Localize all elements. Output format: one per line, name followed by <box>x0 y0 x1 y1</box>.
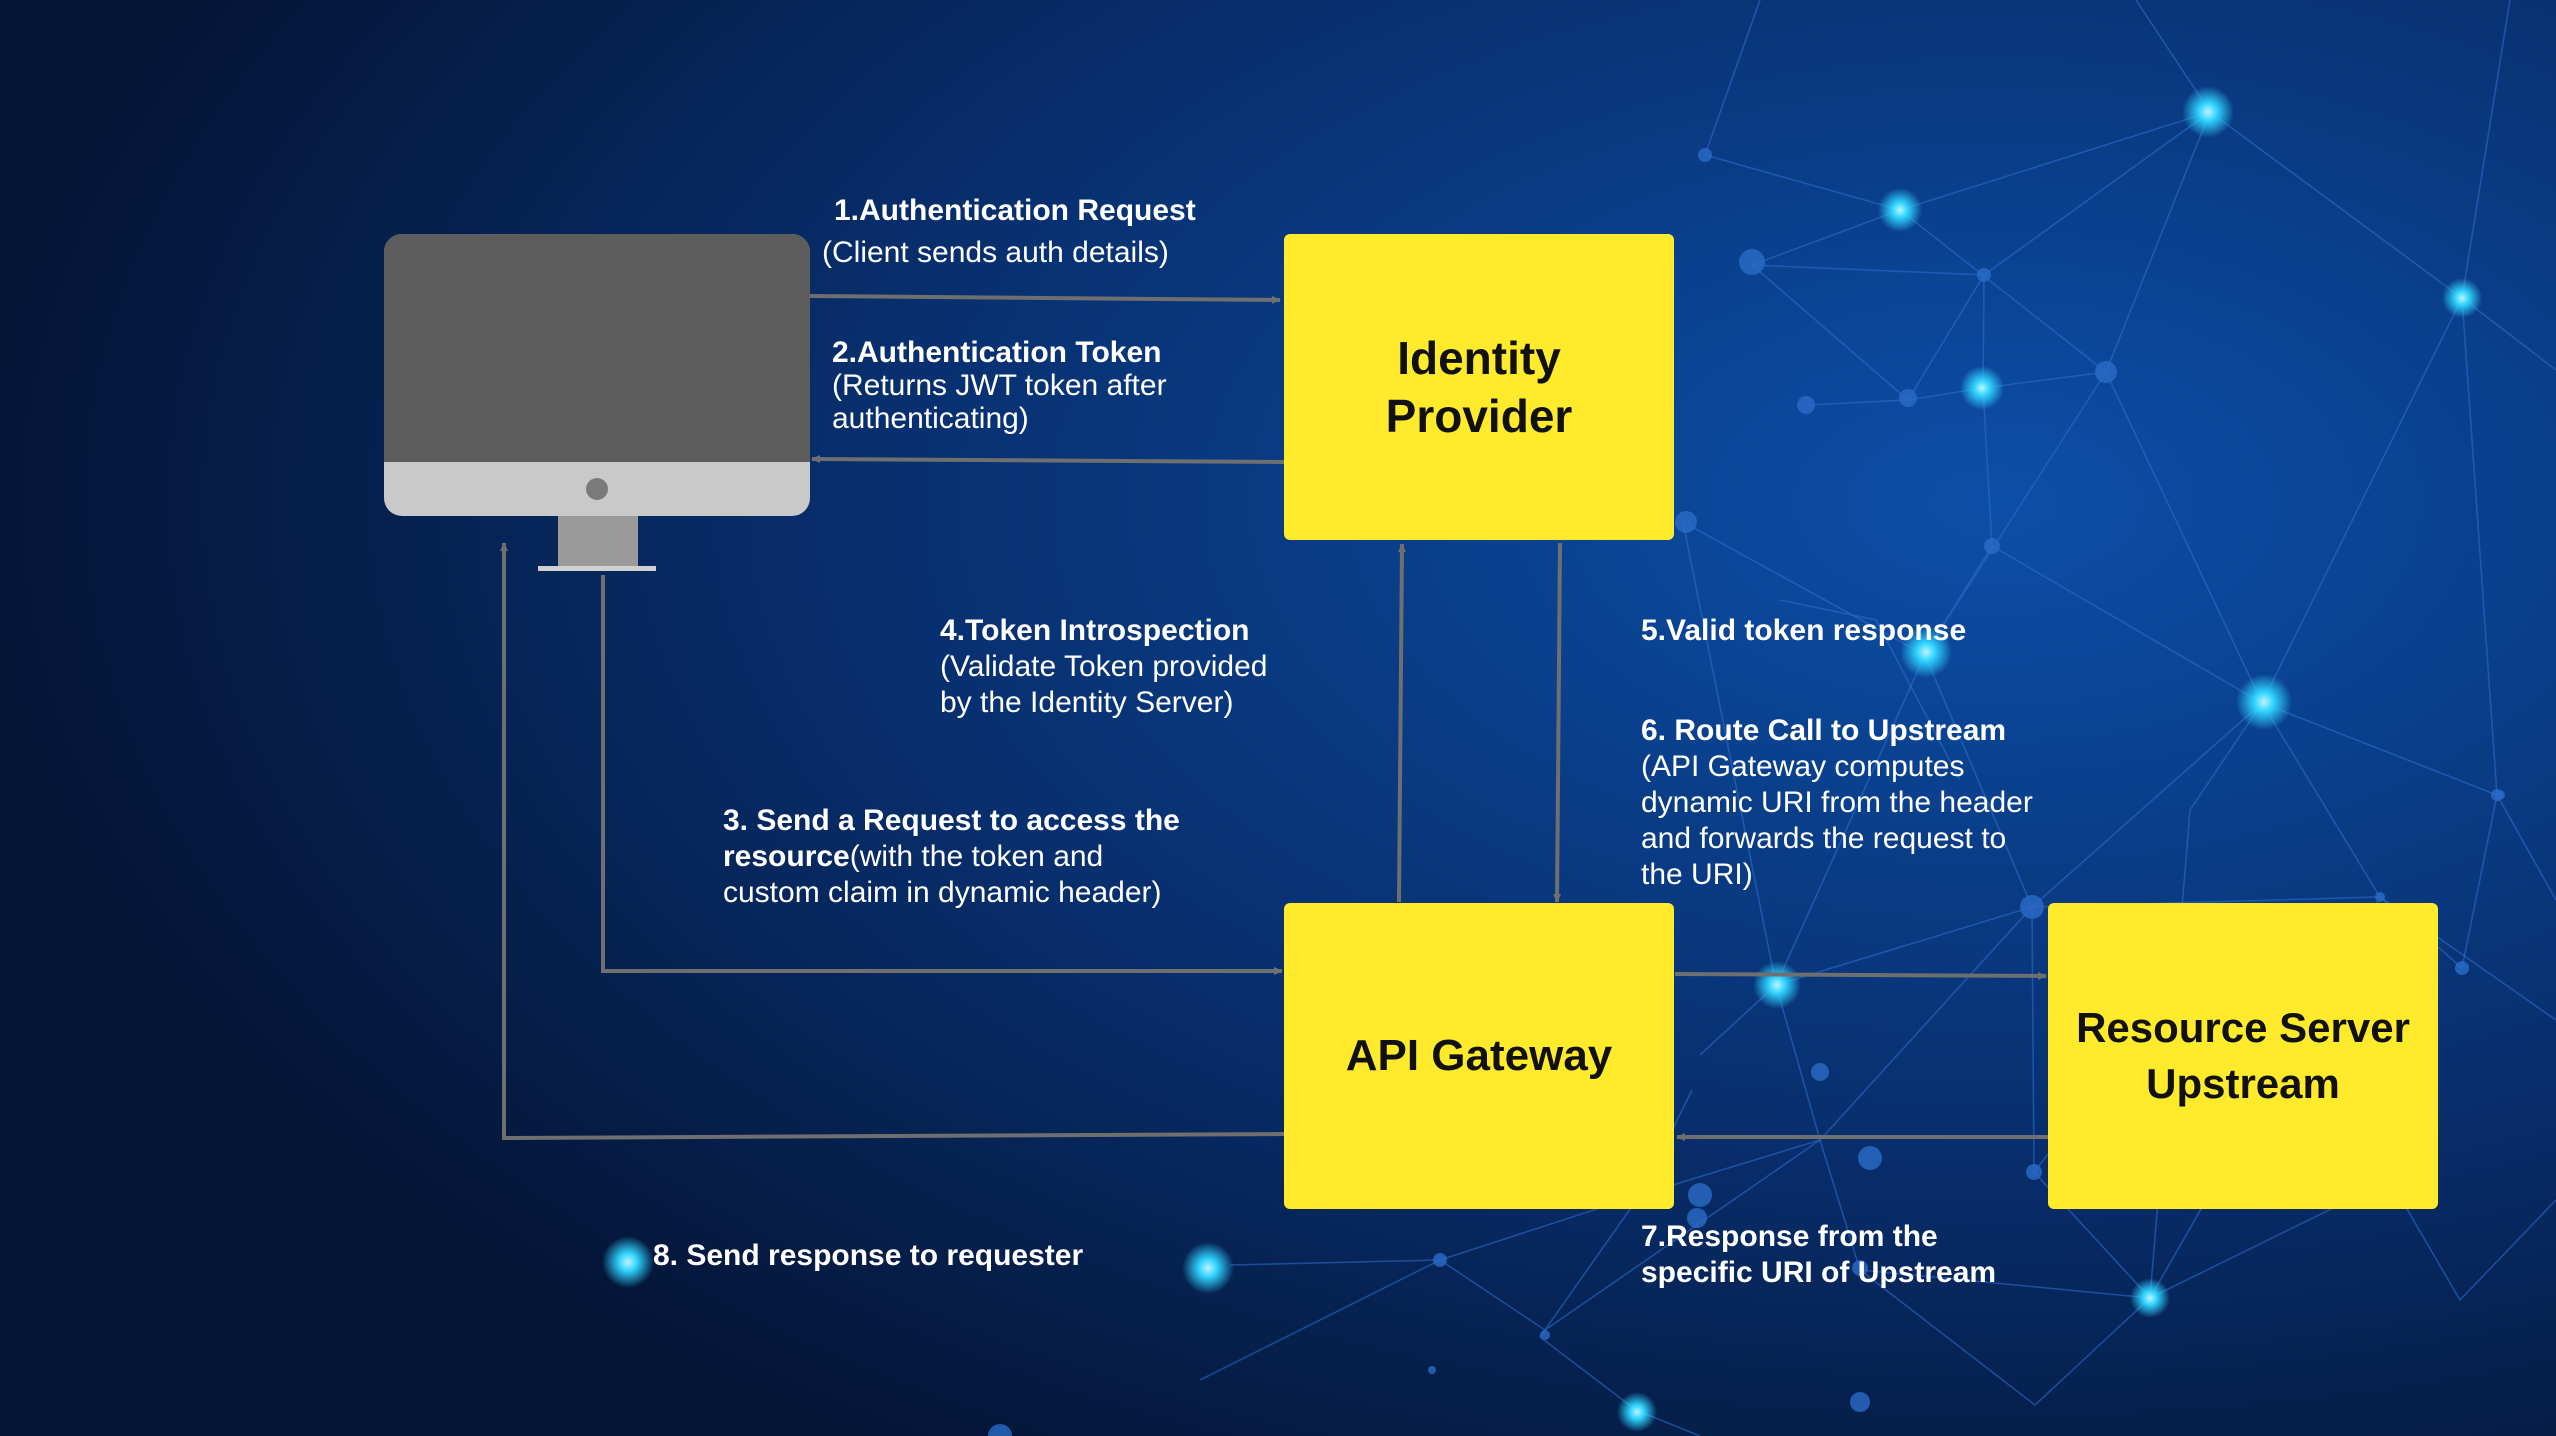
step4-desc-line2: by the Identity Server) <box>940 686 1234 719</box>
arrow-step1 <box>809 294 1281 304</box>
arrow-step4 <box>1397 543 1406 903</box>
step2-title: 2.Authentication Token <box>832 336 1162 369</box>
identity-provider-box: Identity Provider <box>1284 234 1674 540</box>
step6-title: 6. Route Call to Upstream <box>1641 714 2007 747</box>
step2-desc-line1: (Returns JWT token after <box>832 369 1167 402</box>
resource-server-label-line1: Resource Server <box>2076 1004 2410 1051</box>
arrow-step6 <box>1674 971 2047 980</box>
step5-title: 5.Valid token response <box>1641 614 1967 647</box>
step3-title: 3. Send a Request to access the <box>723 804 1180 837</box>
step6-desc-line4: the URI) <box>1641 858 1753 891</box>
arrow-step8 <box>500 542 1285 1141</box>
step7-title-line1: 7.Response from the <box>1641 1220 1938 1253</box>
step6-label: 6. Route Call to Upstream (API Gateway c… <box>1641 713 2033 893</box>
arrow-step5 <box>1553 542 1562 903</box>
step2-desc-line2: authenticating) <box>832 402 1029 435</box>
step4-desc-line1: (Validate Token provided <box>940 650 1268 683</box>
step1-title: 1.Authentication Request <box>834 194 1196 227</box>
arrow-step3 <box>601 575 1283 975</box>
resource-server-box: Resource Server Upstream <box>2048 903 2438 1209</box>
step7-label: 7.Response from the specific URI of Upst… <box>1641 1219 1996 1291</box>
step3-desc-line1: resource(with the token and <box>723 839 1180 875</box>
step6-desc-line1: (API Gateway computes <box>1641 750 1965 783</box>
step3-label: 3. Send a Request to access the resource… <box>723 803 1180 911</box>
identity-provider-label-line1: Identity <box>1397 332 1561 384</box>
api-gateway-label: API Gateway <box>1345 1031 1613 1080</box>
step6-desc-line2: dynamic URI from the header <box>1641 786 2033 819</box>
step4-title: 4.Token Introspection <box>940 614 1250 647</box>
step7-title-line2: specific URI of Upstream <box>1641 1256 1997 1289</box>
step1-label: 1.Authentication Request (Client sends a… <box>822 193 1196 271</box>
step1-desc: (Client sends auth details) <box>822 236 1169 269</box>
arrow-step2 <box>811 455 1285 464</box>
step5-label: 5.Valid token response <box>1641 613 1966 649</box>
step3-desc-line2: custom claim in dynamic header) <box>723 876 1162 909</box>
api-gateway-box: API Gateway <box>1284 903 1674 1209</box>
step6-desc-line3: and forwards the request to <box>1641 822 2007 855</box>
step4-label: 4.Token Introspection (Validate Token pr… <box>940 613 1267 721</box>
step8-label: 8. Send response to requester <box>653 1238 1083 1274</box>
resource-server-label-line2: Upstream <box>2146 1060 2340 1107</box>
step3-title-resource: resource <box>723 840 850 873</box>
step3-desc-part1: (with the token and <box>849 840 1104 873</box>
identity-provider-label-line2: Provider <box>1385 390 1573 442</box>
step2-label: 2.Authentication Token (Returns JWT toke… <box>832 336 1167 435</box>
step8-title: 8. Send response to requester <box>653 1239 1084 1272</box>
